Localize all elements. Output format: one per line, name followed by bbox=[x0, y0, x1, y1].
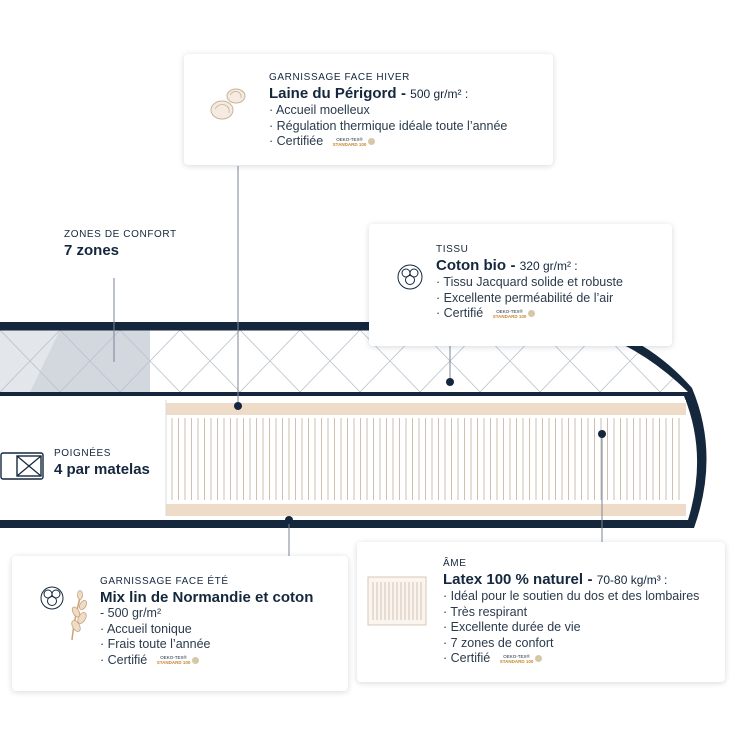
fabric-item: · Certifié bbox=[436, 306, 484, 320]
comfort-title: 7 zones bbox=[64, 242, 120, 259]
fabric-caption: TISSU bbox=[436, 244, 469, 255]
oeko-tex-badge: OEKO-TEX®STANDARD 100 bbox=[157, 655, 200, 665]
handle-icon bbox=[0, 452, 44, 480]
fabric-card: TISSU Coton bio - 320 gr/m² : · Tissu Ja… bbox=[369, 224, 672, 346]
core-item: · Idéal pour le soutien du dos et des lo… bbox=[443, 589, 700, 603]
winter-item: · Régulation thermique idéale toute l’an… bbox=[269, 118, 508, 133]
handles-caption: POIGNÉES bbox=[54, 448, 112, 459]
core-item: · Très respirant bbox=[443, 604, 528, 619]
summer-item: · Certifié bbox=[100, 652, 148, 667]
core-caption: ÂME bbox=[443, 558, 467, 569]
fabric-item: · Tissu Jacquard solide et robuste bbox=[436, 275, 623, 289]
oeko-tex-badge: OEKO-TEX®STANDARD 100 bbox=[493, 309, 536, 319]
comfort-zones-label: ZONES DE CONFORT 7 zones bbox=[64, 229, 177, 259]
summer-title: Mix lin de Normandie et coton bbox=[100, 589, 314, 606]
winter-item: · Accueil moelleux bbox=[269, 103, 370, 117]
summer-caption: GARNISSAGE FACE ÉTÉ bbox=[100, 576, 229, 587]
latex-block-icon bbox=[367, 576, 427, 626]
fabric-spec: 320 gr/m² : bbox=[519, 259, 578, 273]
cotton-flower-icon bbox=[397, 264, 423, 290]
winter-item: · Certifiée bbox=[269, 134, 324, 148]
comfort-caption: ZONES DE CONFORT bbox=[64, 229, 177, 240]
oeko-tex-badge: OEKO-TEX®STANDARD 100 bbox=[500, 654, 543, 664]
fabric-item: · Excellente perméabilité de l’air bbox=[436, 290, 614, 305]
cotton-flax-icon bbox=[40, 586, 88, 641]
core-spec: 70-80 kg/m³ : bbox=[596, 573, 668, 587]
core-item: · Certifié bbox=[443, 651, 491, 665]
summer-item: - 500 gr/m² bbox=[100, 606, 162, 620]
latex-core-card: ÂME Latex 100 % naturel - 70-80 kg/m³ : … bbox=[357, 542, 725, 682]
wool-icon bbox=[210, 88, 246, 120]
handles-label: POIGNÉES 4 par matelas bbox=[0, 446, 170, 486]
winter-title: Laine du Périgord bbox=[269, 85, 397, 102]
handles-title: 4 par matelas bbox=[54, 461, 150, 478]
summer-item: · Frais toute l’année bbox=[100, 637, 211, 651]
core-item: · Excellente durée de vie bbox=[443, 620, 581, 634]
winter-filling-card: GARNISSAGE FACE HIVER Laine du Périgord … bbox=[184, 54, 553, 165]
winter-spec: 500 gr/m² : bbox=[410, 87, 469, 101]
core-title: Latex 100 % naturel bbox=[443, 571, 584, 588]
winter-caption: GARNISSAGE FACE HIVER bbox=[269, 72, 410, 83]
summer-item: · Accueil tonique bbox=[100, 621, 192, 636]
fabric-title: Coton bio bbox=[436, 257, 506, 274]
core-item: · 7 zones de confort bbox=[443, 635, 554, 650]
summer-filling-card: GARNISSAGE FACE ÉTÉ Mix lin de Normandie… bbox=[12, 556, 348, 691]
oeko-tex-badge: OEKO-TEX®STANDARD 100 bbox=[333, 137, 376, 147]
